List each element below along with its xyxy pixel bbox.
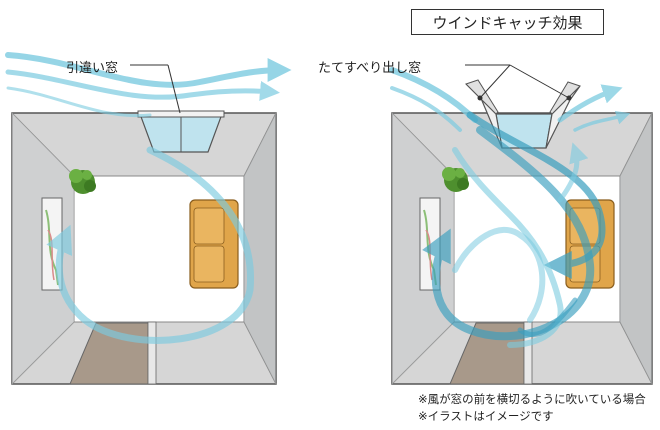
diagram-title: ウインドキャッチ効果 [411, 9, 604, 35]
left-wind-outside [5, 52, 292, 118]
left-room [5, 52, 292, 385]
note-illustration: ※イラストはイメージです [418, 409, 554, 423]
plant-icon [69, 169, 96, 194]
sofa-icon [189, 199, 239, 289]
note-wind-condition: ※風が窓の前を横切るように吹いている場合 [418, 392, 646, 406]
plant-icon [442, 167, 469, 192]
left-window-label: 引違い窓 [66, 61, 119, 76]
wind-arrow-icon [5, 52, 292, 88]
right-wind-outside [389, 67, 631, 132]
right-wind-inside [422, 111, 606, 348]
right-window-label: たてすべり出し窓 [318, 61, 422, 76]
notes: ※風が窓の前を横切るように吹いている場合 ※イラストはイメージです [418, 391, 646, 425]
sliding-window [137, 110, 225, 153]
right-room [389, 64, 653, 385]
left-wind-inside [46, 146, 255, 344]
